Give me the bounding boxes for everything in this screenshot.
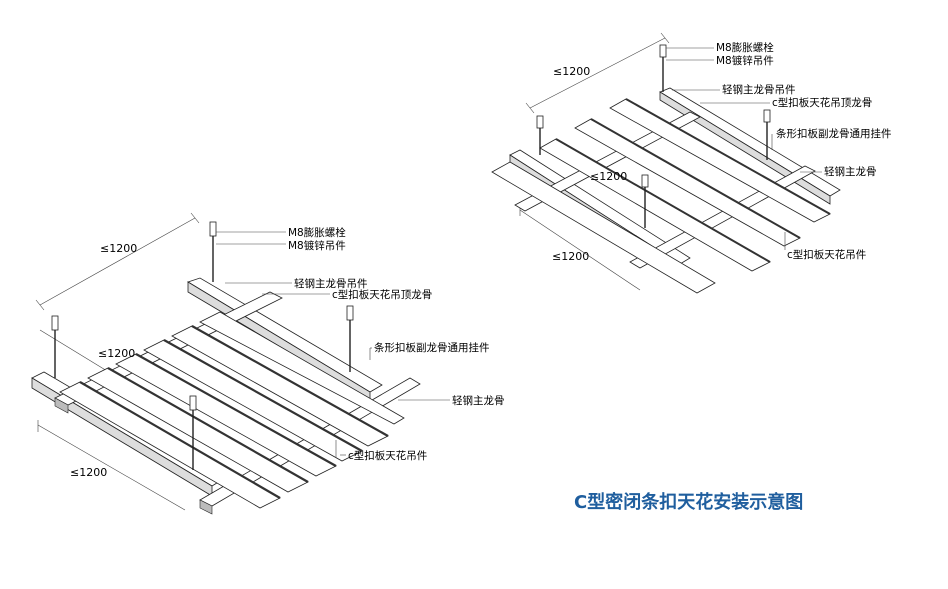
right-label-rod: M8镀锌吊件 xyxy=(716,54,774,67)
left-dim-bottom: ≤1200 xyxy=(70,466,107,479)
right-assembly: M8膨胀螺栓 M8镀锌吊件 轻钢主龙骨吊件 c型扣板天花吊顶龙骨 条形扣板副龙骨… xyxy=(491,32,892,294)
right-label-c-keel: c型扣板天花吊顶龙骨 xyxy=(772,96,872,109)
diagram-title: C型密闭条扣天花安装示意图 xyxy=(574,491,803,513)
left-label-rod: M8镀锌吊件 xyxy=(288,239,346,252)
left-label-c-keel: c型扣板天花吊顶龙骨 xyxy=(332,288,432,301)
right-dim-mid: ≤1200 xyxy=(590,170,627,183)
right-panel-strips xyxy=(491,98,831,294)
left-dim-top: ≤1200 xyxy=(100,242,137,255)
right-dim-top: ≤1200 xyxy=(553,65,590,78)
left-leader-lines xyxy=(216,231,450,458)
left-label-main-hanger: 轻钢主龙骨吊件 xyxy=(294,277,368,290)
right-dimension-lines xyxy=(519,32,670,291)
right-label-bolt: M8膨胀螺栓 xyxy=(716,41,774,54)
right-leader-lines xyxy=(666,47,822,250)
left-dim-mid: ≤1200 xyxy=(98,347,135,360)
right-label-main-hanger: 轻钢主龙骨吊件 xyxy=(722,83,796,96)
left-assembly: M8膨胀螺栓 M8镀锌吊件 轻钢主龙骨吊件 c型扣板天花吊顶龙骨 条形扣板副龙骨… xyxy=(31,212,505,515)
left-label-main-keel: 轻钢主龙骨 xyxy=(452,394,505,407)
right-label-main-keel: 轻钢主龙骨 xyxy=(824,165,877,178)
right-label-hook: 条形扣板副龙骨通用挂件 xyxy=(776,127,892,140)
right-dim-bottom: ≤1200 xyxy=(552,250,589,263)
left-label-hook: 条形扣板副龙骨通用挂件 xyxy=(374,341,490,354)
left-label-bolt: M8膨胀螺栓 xyxy=(288,226,346,239)
left-panel-strips xyxy=(59,311,405,509)
left-label-c-hanger: c型扣板天花吊件 xyxy=(348,449,427,462)
right-hanger-rods xyxy=(536,44,771,228)
left-hanger-rods xyxy=(51,221,354,470)
right-label-c-hanger: c型扣板天花吊件 xyxy=(787,248,866,261)
